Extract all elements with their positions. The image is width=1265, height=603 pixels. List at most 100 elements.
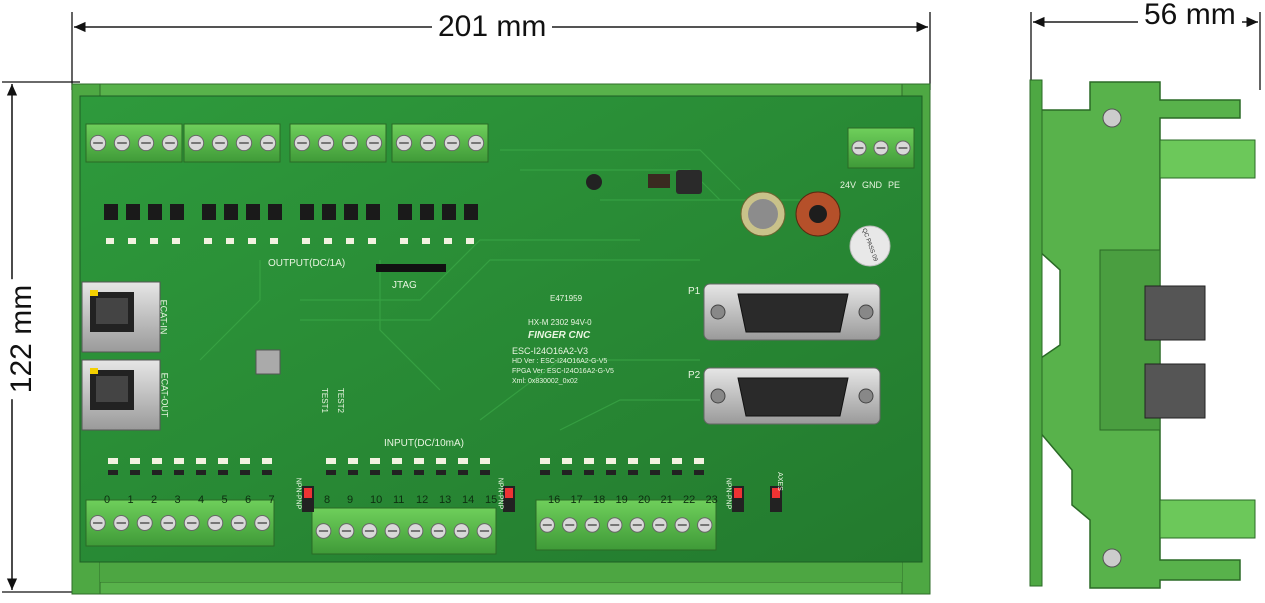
input-channel-number: 23 [705, 494, 718, 506]
power-label-gnd: GND [862, 180, 882, 190]
output-terminal-block-2 [183, 123, 281, 163]
switch-label-axes: AXES [775, 472, 783, 491]
input-channel-number: 10 [370, 494, 383, 506]
input-channel-number: 2 [151, 494, 158, 506]
input-led [262, 458, 272, 464]
power-terminal-block [847, 127, 915, 169]
output-terminal-block-3 [289, 123, 387, 163]
output-led [150, 238, 158, 244]
pcb-components [104, 204, 704, 475]
width-dimension-label: 201 mm [432, 12, 553, 42]
input-terminal-block-3 [535, 499, 717, 551]
input-led [628, 458, 638, 464]
output-transistor [464, 204, 478, 220]
power-terminal-block [847, 127, 915, 169]
input-resistor [240, 470, 250, 475]
output-led [248, 238, 256, 244]
input-led [414, 458, 424, 464]
input-led [348, 458, 358, 464]
input-resistor [262, 470, 272, 475]
output-transistor [202, 204, 216, 220]
input-resistor [584, 470, 594, 475]
input-resistor [414, 470, 424, 475]
qc-sticker [849, 225, 891, 267]
output-led [270, 238, 278, 244]
input-resistor [562, 470, 572, 475]
input-resistor [174, 470, 184, 475]
input-resistor [628, 470, 638, 475]
ethercat-ports [81, 281, 161, 431]
output-led [346, 238, 354, 244]
p1-label: P1 [688, 286, 701, 297]
output-transistor [300, 204, 314, 220]
input-channel-number: 0 [104, 494, 111, 506]
npn-pnp-jumpers [302, 486, 782, 512]
product-label: ESC-I24O16A2-V3 [512, 346, 589, 356]
output-transistor [170, 204, 184, 220]
input-resistor [152, 470, 162, 475]
test1-label: TEST1 [319, 388, 329, 413]
input-led [130, 458, 140, 464]
input-channel-number: 11 [393, 494, 405, 506]
p2-label: P2 [688, 370, 701, 381]
output-terminal-blocks [85, 123, 489, 163]
output-led [422, 238, 430, 244]
output-transistor [104, 204, 118, 220]
input-led [240, 458, 250, 464]
input-channel-number: 17 [570, 494, 583, 506]
input-terminal-block-2 [311, 507, 497, 555]
input-label: INPUT(DC/10mA) [384, 438, 465, 449]
input-resistor [326, 470, 336, 475]
input-resistor [480, 470, 490, 475]
input-led [480, 458, 490, 464]
input-channel-number: 4 [198, 494, 205, 506]
output-transistor [148, 204, 162, 220]
side-view [1029, 79, 1256, 589]
input-channel-number: 16 [548, 494, 561, 506]
input-led [694, 458, 704, 464]
depth-dimension-label: 56 mm [1138, 0, 1242, 30]
input-channel-number: 20 [638, 494, 651, 506]
output-led [302, 238, 310, 244]
power-label-24v: 24V [840, 180, 857, 190]
input-channel-number: 8 [324, 494, 331, 506]
input-resistor [218, 470, 228, 475]
output-terminal-block-1 [85, 123, 183, 163]
output-terminal-block-4 [391, 123, 489, 163]
output-label: OUTPUT(DC/1A) [268, 258, 346, 269]
input-channel-number: 3 [174, 494, 181, 506]
output-transistor [224, 204, 238, 220]
input-led [218, 458, 228, 464]
hd-ver-label: HD Ver : ESC-I24O16A2-G-V5 [512, 358, 608, 365]
brand-label: FINGER CNC [528, 330, 591, 341]
input-channel-number: 15 [485, 494, 498, 506]
ecat-out-label: ECAT-OUT [159, 372, 170, 418]
input-led [458, 458, 468, 464]
input-led [108, 458, 118, 464]
input-resistor [672, 470, 682, 475]
jtag-label: JTAG [392, 280, 417, 291]
input-led [562, 458, 572, 464]
output-led [204, 238, 212, 244]
input-channel-number: 21 [660, 494, 673, 506]
input-resistor [348, 470, 358, 475]
input-resistor [606, 470, 616, 475]
output-transistor [126, 204, 140, 220]
output-transistor [398, 204, 412, 220]
input-channel-number: 1 [127, 494, 134, 506]
pcb-traces [199, 149, 831, 431]
fpga-ver-label: FPGA Ver: ESC-I24O16A2-G-V5 [512, 368, 614, 375]
output-led [106, 238, 114, 244]
input-resistor [694, 470, 704, 475]
input-resistor [392, 470, 402, 475]
input-channel-number: 13 [439, 494, 452, 506]
output-transistor [246, 204, 260, 220]
output-led [466, 238, 474, 244]
output-led [128, 238, 136, 244]
input-led [584, 458, 594, 464]
test2-label: TEST2 [335, 388, 345, 413]
input-channel-number: 5 [221, 494, 228, 506]
output-transistor [366, 204, 380, 220]
